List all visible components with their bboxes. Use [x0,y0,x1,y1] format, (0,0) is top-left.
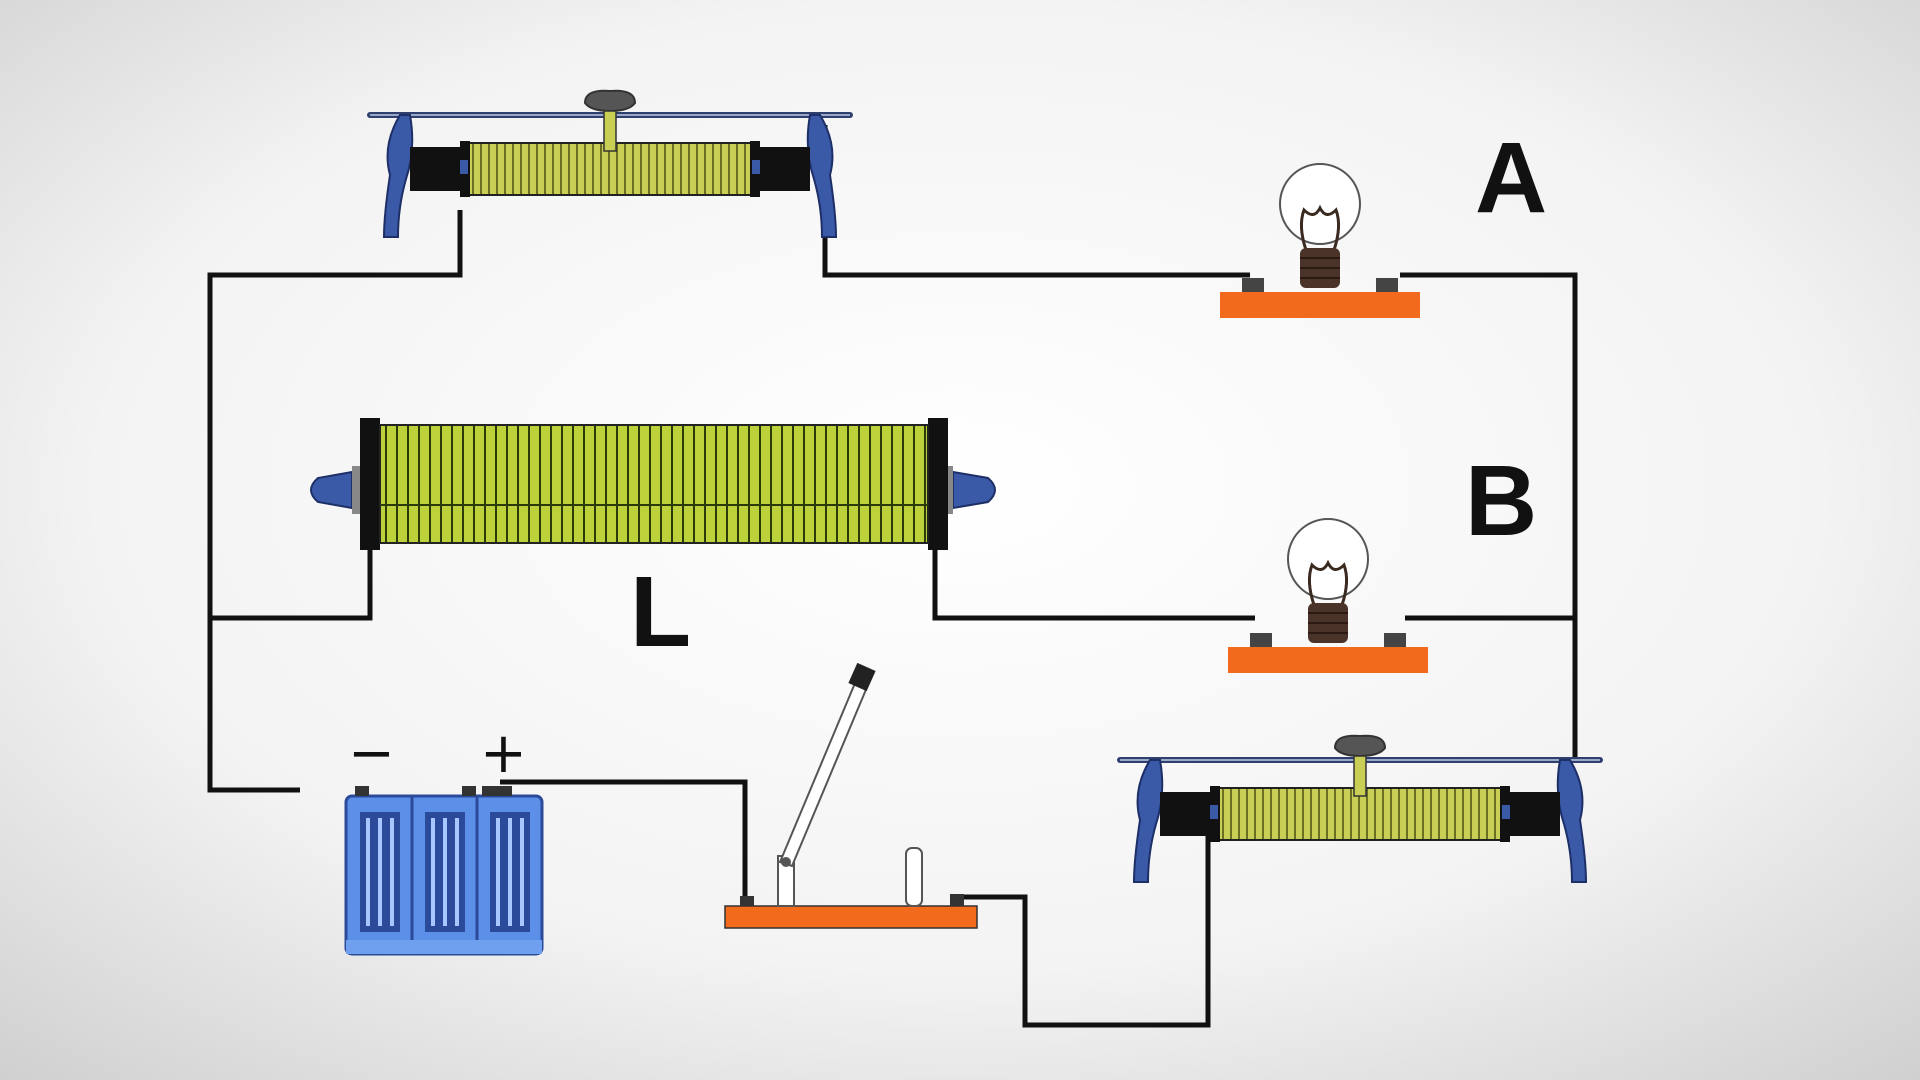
knife-switch [724,662,978,929]
wire-inductor-left [210,545,373,621]
wire-inductor-right [932,545,1255,621]
inductor-coil [310,418,996,550]
wire-switch-rheostat [960,800,1211,1028]
label-inductor: L [630,556,691,668]
battery [344,786,544,956]
wire-battery-switch [500,779,748,905]
wire-left-top [207,210,463,793]
label-lamp-b: B [1465,445,1537,557]
label-lamp-a: A [1475,122,1547,234]
label-battery-positive: + [480,721,527,786]
label-battery-negative: − [348,721,395,786]
